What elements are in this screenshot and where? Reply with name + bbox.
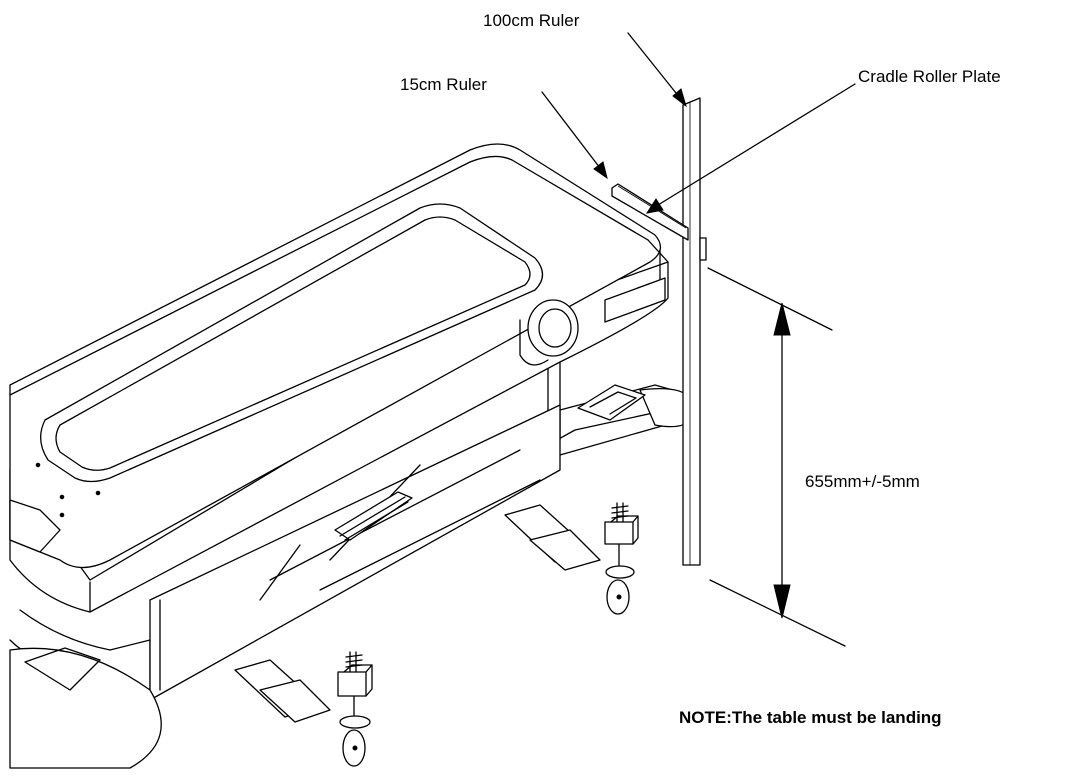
leader-arrow-cradle-plate xyxy=(645,83,856,214)
caster-right xyxy=(504,502,639,615)
table-lower-housing xyxy=(149,404,561,701)
leader-arrow-15cm xyxy=(541,91,608,180)
height-dimension xyxy=(707,267,846,647)
label-100cm-ruler: 100cm Ruler xyxy=(483,11,580,30)
label-15cm-ruler: 15cm Ruler xyxy=(400,75,487,94)
table-top-cradle xyxy=(9,143,669,769)
note-text: NOTE:The table must be landing xyxy=(679,708,942,727)
ruler-100cm xyxy=(682,97,707,566)
label-height-dimension: 655mm+/-5mm xyxy=(805,472,920,491)
leader-arrow-100cm xyxy=(627,32,687,108)
caster-left xyxy=(234,651,373,767)
label-cradle-roller-plate: Cradle Roller Plate xyxy=(858,67,1001,86)
